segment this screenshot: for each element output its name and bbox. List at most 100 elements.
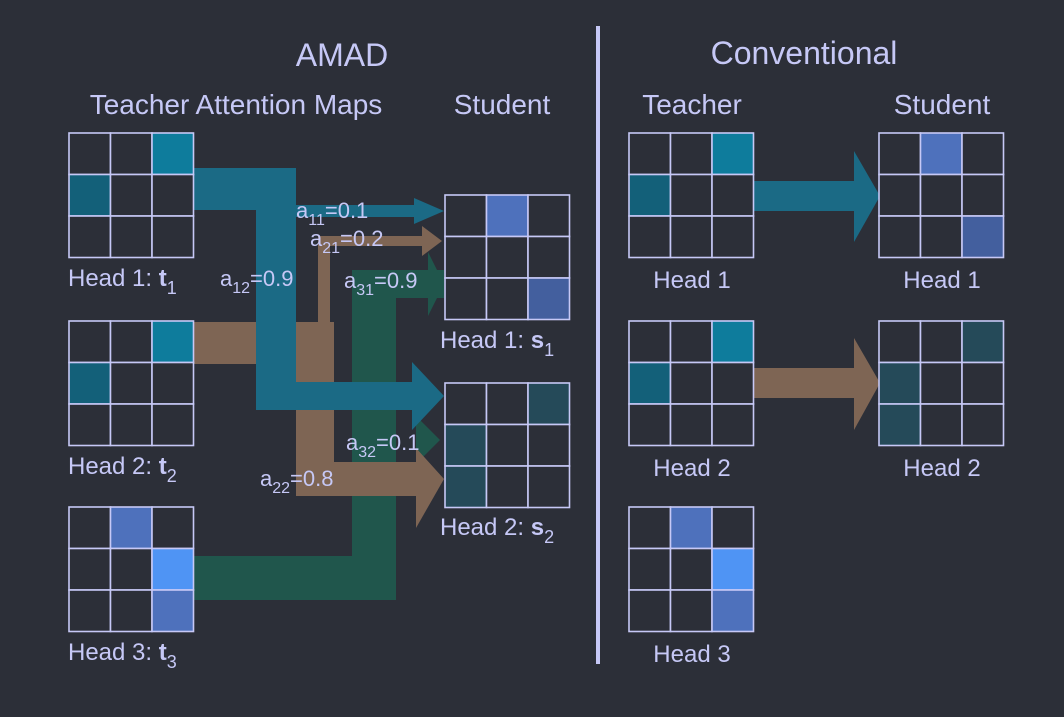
attention-cell	[109, 132, 153, 176]
arrowhead-head1-to-s2	[412, 362, 444, 430]
attention-cell	[444, 277, 488, 321]
attention-cell	[151, 173, 195, 217]
amad-teacher-header: Teacher Attention Maps	[90, 89, 383, 120]
coef-a12: a12=0.9	[220, 266, 293, 297]
attention-cell	[68, 173, 112, 217]
attention-cell	[919, 173, 963, 217]
flow-head2-to-s1	[318, 236, 422, 246]
attention-cell	[485, 235, 529, 279]
attention-cell	[711, 361, 755, 405]
attention-cell	[485, 382, 529, 426]
attention-cell	[485, 277, 529, 321]
teacher-head3-grid	[68, 506, 195, 633]
attention-cell	[109, 320, 153, 364]
attention-cell	[711, 173, 755, 217]
attention-cell	[961, 403, 1005, 447]
conv-teacher-head1-grid	[628, 132, 755, 259]
attention-cell	[68, 589, 112, 633]
attention-cell	[527, 235, 571, 279]
attention-cell	[961, 173, 1005, 217]
attention-cell	[68, 506, 112, 550]
amad-flow-bands	[194, 168, 444, 600]
attention-cell	[711, 320, 755, 364]
attention-cell	[444, 382, 488, 426]
conv-teacher-head2-grid	[628, 320, 755, 447]
attention-cell	[109, 547, 153, 591]
attention-cell	[961, 320, 1005, 364]
conv-student-head2-grid	[878, 320, 1005, 447]
attention-cell	[628, 589, 672, 633]
attention-cell	[527, 465, 571, 509]
attention-map-grids	[68, 132, 1005, 633]
attention-cell	[628, 506, 672, 550]
attention-cell	[669, 361, 713, 405]
flow-head3	[194, 270, 444, 600]
conv-arrowhead-head2	[854, 338, 880, 430]
attention-cell	[444, 423, 488, 467]
attention-cell	[68, 320, 112, 364]
attention-cell	[109, 215, 153, 259]
flow-head1-to-s1	[296, 205, 414, 217]
arrowhead-head1-to-s1	[414, 198, 444, 224]
attention-cell	[109, 403, 153, 447]
attention-cell	[109, 589, 153, 633]
attention-cell	[878, 361, 922, 405]
amad-student-header: Student	[454, 89, 551, 120]
attention-cell	[68, 547, 112, 591]
conv-teacher-head3-grid	[628, 506, 755, 633]
attention-cell	[628, 215, 672, 259]
attention-cell	[151, 132, 195, 176]
attention-cell	[151, 403, 195, 447]
conv-flow-head2-shaft	[754, 368, 858, 398]
conv-flow-head1-shaft	[754, 181, 858, 211]
attention-cell	[628, 403, 672, 447]
conv-student-head1-grid	[878, 132, 1005, 259]
attention-cell	[919, 132, 963, 176]
coef-a22: a22=0.8	[260, 466, 333, 497]
attention-cell	[527, 423, 571, 467]
attention-cell	[485, 423, 529, 467]
attention-cell	[919, 403, 963, 447]
conv-student-head2-label: Head 2	[903, 455, 980, 482]
attention-cell	[109, 361, 153, 405]
attention-cell	[628, 547, 672, 591]
attention-cell	[919, 320, 963, 364]
teacher-head3-label: Head 3: t3	[68, 639, 177, 672]
attention-cell	[669, 589, 713, 633]
attention-cell	[68, 361, 112, 405]
attention-cell	[669, 173, 713, 217]
arrowhead-head2-to-s1	[422, 226, 442, 256]
attention-cell	[628, 361, 672, 405]
attention-cell	[669, 132, 713, 176]
attention-cell	[961, 215, 1005, 259]
conv-teacher-header: Teacher	[642, 89, 742, 120]
conv-teacher-head2-label: Head 2	[653, 455, 730, 482]
student-head2-grid	[444, 382, 571, 509]
coef-a31: a31=0.9	[344, 268, 417, 299]
attention-cell	[628, 132, 672, 176]
attention-cell	[68, 132, 112, 176]
flow-head1	[194, 168, 412, 410]
attention-cell	[151, 215, 195, 259]
coef-a11: a11=0.1	[296, 198, 368, 229]
attention-cell	[485, 465, 529, 509]
attention-cell	[151, 506, 195, 550]
attention-cell	[527, 194, 571, 238]
teacher-head1-label: Head 1: t1	[68, 265, 177, 298]
attention-cell	[711, 506, 755, 550]
attention-cell	[919, 361, 963, 405]
student-head1-label: Head 1: s1	[440, 327, 554, 360]
conventional-flow-bands	[754, 151, 880, 430]
attention-cell	[711, 215, 755, 259]
flow-head2-branch	[318, 236, 330, 326]
attention-cell	[68, 403, 112, 447]
attention-cell	[878, 132, 922, 176]
attention-cell	[527, 382, 571, 426]
attention-cell	[669, 506, 713, 550]
attention-cell	[669, 547, 713, 591]
attention-cell	[919, 215, 963, 259]
attention-cell	[669, 320, 713, 364]
attention-cell	[878, 403, 922, 447]
teacher-head2-grid	[68, 320, 195, 447]
